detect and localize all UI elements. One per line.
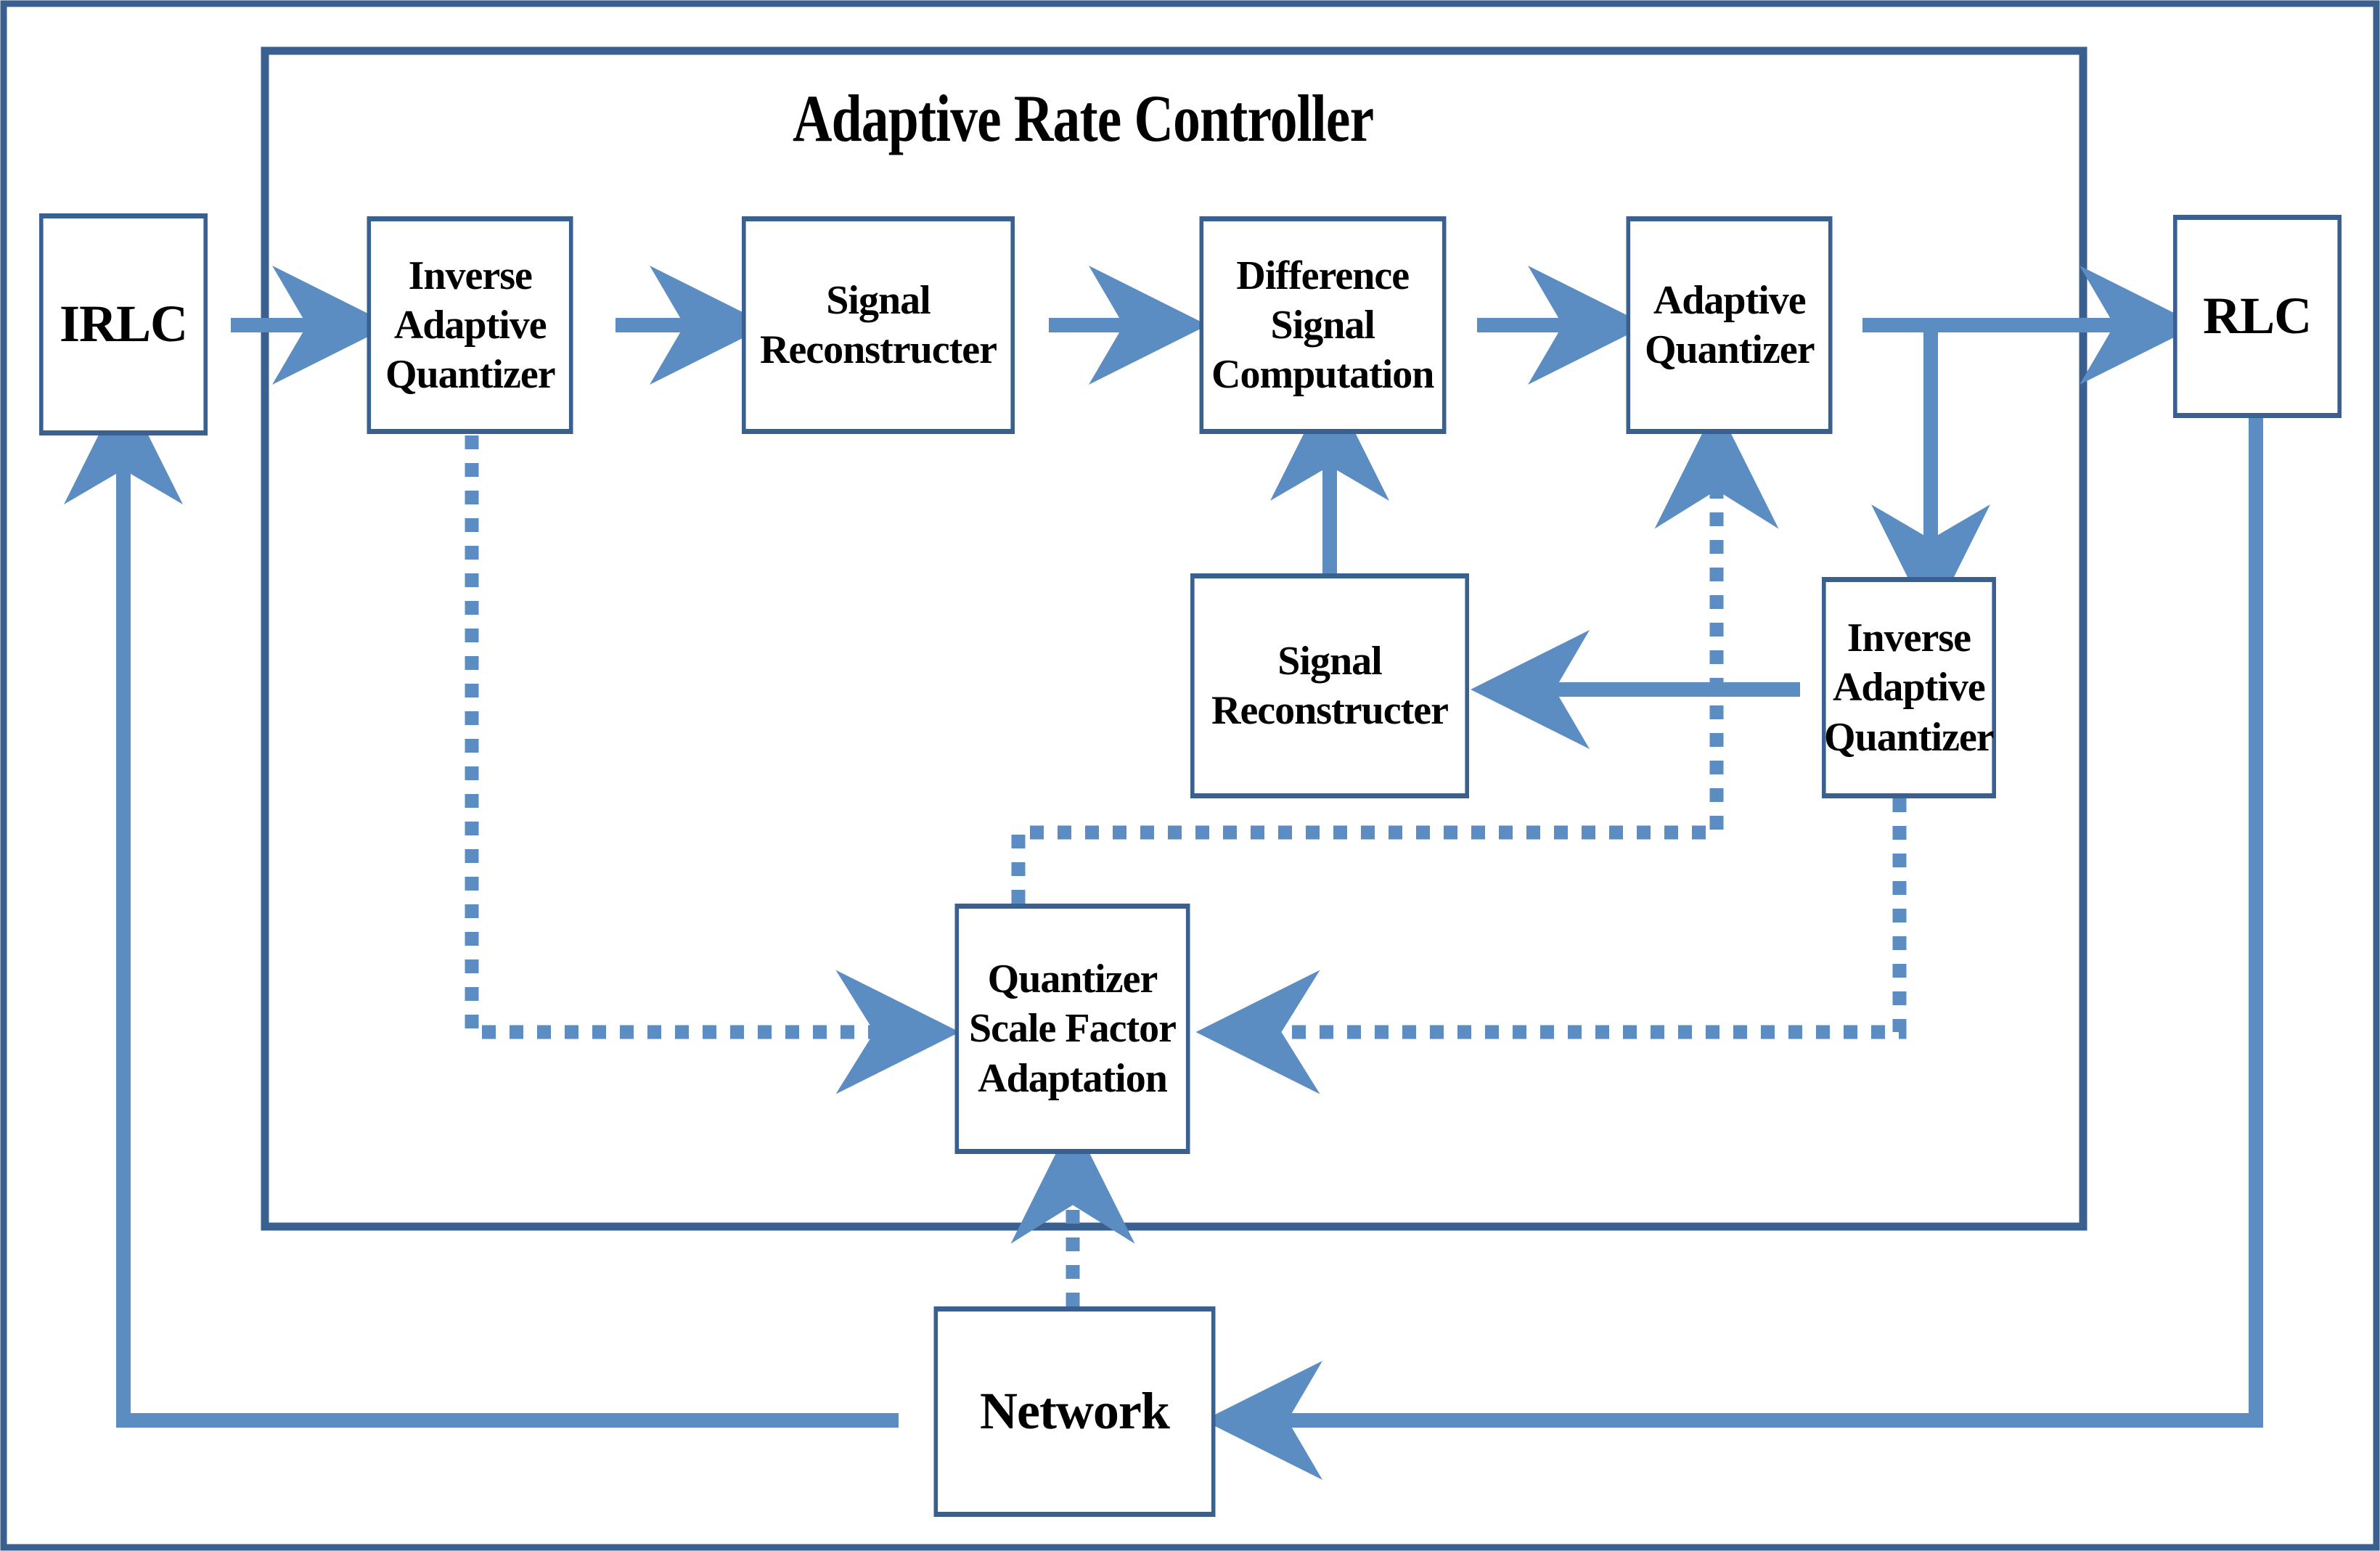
block-quantizer-scale-factor-adaptation[interactable]: Quantizer Scale Factor Adaptation	[954, 904, 1190, 1154]
block-adaptive-quantizer[interactable]: Adaptive Quantizer	[1626, 216, 1833, 434]
block-signal-reconstructer-top-label: Signal Reconstructer	[760, 277, 997, 372]
arrow-rlc-to-network	[1203, 415, 2263, 1480]
block-signal-reconstructer-top[interactable]: Signal Reconstructer	[742, 216, 1015, 434]
block-rlc[interactable]: RLC	[2173, 215, 2342, 418]
arrow-network-to-irlc	[64, 385, 899, 1428]
block-irlc-label: IRLC	[59, 295, 188, 353]
dotted-invquantleft-to-qsf	[465, 435, 960, 1094]
block-inverse-adaptive-quantizer-right-label: Inverse Adaptive Quantizer	[1824, 615, 1995, 760]
block-rlc-label: RLC	[2203, 287, 2312, 345]
block-irlc[interactable]: IRLC	[39, 213, 208, 435]
adaptive-rate-controller-frame	[261, 46, 2087, 1231]
block-inverse-adaptive-quantizer-right[interactable]: Inverse Adaptive Quantizer	[1822, 577, 1996, 798]
block-quantizer-scale-factor-adaptation-label: Quantizer Scale Factor Adaptation	[969, 957, 1177, 1101]
page-title: Adaptive Rate Controller	[793, 81, 1374, 155]
block-network-label: Network	[980, 1382, 1170, 1441]
block-inverse-adaptive-quantizer-left[interactable]: Inverse Adaptive Quantizer	[367, 216, 573, 434]
block-difference-signal-computation[interactable]: Difference Signal Computation	[1199, 216, 1447, 434]
block-network[interactable]: Network	[933, 1306, 1216, 1517]
block-adaptive-quantizer-label: Adaptive Quantizer	[1644, 277, 1815, 372]
block-inverse-adaptive-quantizer-left-label: Inverse Adaptive Quantizer	[385, 253, 556, 398]
block-signal-reconstructer-mid-label: Signal Reconstructer	[1211, 638, 1449, 733]
dotted-invquantright-to-qsf	[1195, 798, 1907, 1094]
block-difference-signal-computation-label: Difference Signal Computation	[1211, 253, 1434, 398]
block-signal-reconstructer-mid[interactable]: Signal Reconstructer	[1190, 573, 1469, 798]
dotted-qsf-to-adaptquant	[1011, 404, 1779, 904]
